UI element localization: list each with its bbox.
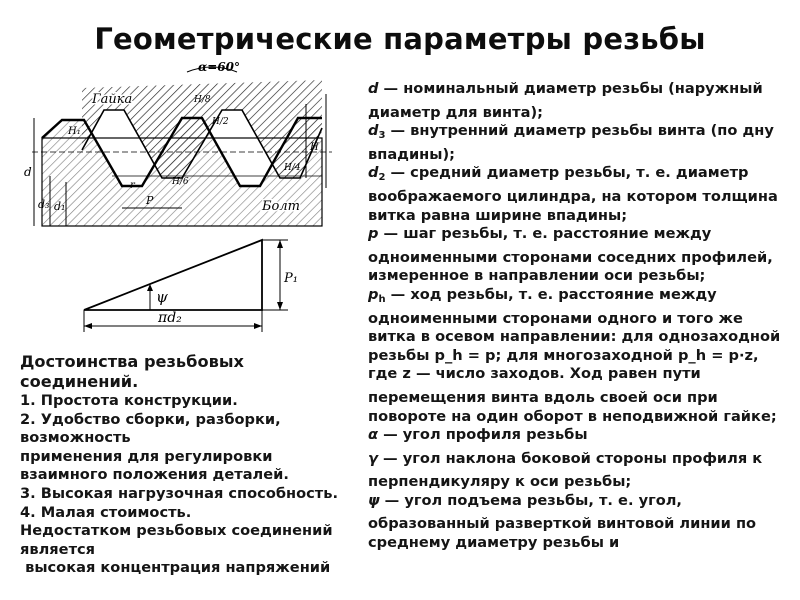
- definition-symbol: p: [368, 285, 379, 303]
- thread-profile-drawing: α=60° Гайка Болт d d₃ d₁ r P H₁ H/8 H/2 …: [24, 60, 332, 227]
- definition-symbol: d: [368, 122, 379, 140]
- advantage-item: 4. Малая стоимость.: [20, 503, 192, 521]
- definition-text: — угол подъема резьбы, т. е. угол, образ…: [368, 491, 757, 552]
- helix-development-drawing: ψ P₁ πd₂: [83, 238, 298, 332]
- definition-item: d3 — внутренний диаметр резьбы винта (по…: [368, 122, 774, 163]
- definition-symbol: d: [368, 164, 379, 182]
- label-H4: H/4: [283, 163, 301, 173]
- definition-text: — шаг резьбы, т. е. расстояние между одн…: [368, 225, 773, 285]
- definition-text: — номинальный диаметр резьбы (наружный д…: [368, 80, 763, 121]
- label-H8: H/8: [193, 95, 211, 105]
- label-r: r: [130, 180, 136, 191]
- definition-item: где z — число заходов. Ход равен пути пе…: [368, 365, 788, 426]
- page-title: Геометрические параметры резьбы: [94, 22, 706, 56]
- label-H1: H₁: [67, 126, 81, 137]
- label-P: P: [145, 194, 154, 207]
- advantage-item: 1. Простота конструкции.: [20, 392, 238, 409]
- label-H6: H/6: [171, 177, 189, 187]
- definition-text: — ход резьбы, т. е. расстояние между одн…: [368, 285, 781, 364]
- advantage-item: Недостатком резьбовых соединений являетс…: [20, 522, 333, 558]
- angle-label: α=60°: [198, 60, 240, 74]
- definition-item: α — угол профиля резьбы: [368, 426, 788, 450]
- definitions-text: d — номинальный диаметр резьбы (наружный…: [368, 80, 788, 600]
- definition-item: d — номинальный диаметр резьбы (наружный…: [368, 80, 788, 122]
- definition-symbol: ψ: [368, 491, 380, 509]
- definition-text: — внутренний диаметр резьбы винта (по дн…: [368, 122, 774, 163]
- label-d1: d₁: [54, 200, 65, 213]
- bolt-label: Болт: [261, 199, 300, 214]
- psi-label: ψ: [156, 288, 168, 306]
- advantages-heading: Достоинства резьбовых соединений.: [20, 352, 244, 391]
- advantage-item: 2. Удобство сборки, разборки, возможност…: [20, 410, 281, 447]
- definition-symbol: d: [368, 80, 379, 97]
- label-d: d: [24, 165, 32, 179]
- definition-symbol: α: [368, 426, 379, 444]
- definition-item: γ — угол наклона боковой стороны профиля…: [368, 450, 788, 492]
- definition-text: — угол наклона боковой стороны профиля к…: [368, 449, 763, 491]
- bolt-hatching: [42, 118, 322, 226]
- definition-symbol: p: [368, 225, 379, 243]
- label-d3: d₃: [38, 198, 49, 211]
- pid2-label: πd₂: [157, 310, 182, 326]
- definition-item: d2 — средний диаметр резьбы, т. е. диаме…: [368, 164, 778, 224]
- definition-text: где z — число заходов. Ход равен пути пе…: [368, 365, 777, 425]
- label-H2: H/2: [211, 117, 229, 127]
- advantage-item: применения для регулировки взаимного пол…: [20, 447, 289, 484]
- definition-text: — средний диаметр резьбы, т. е. диаметр …: [368, 164, 778, 224]
- label-H: H: [309, 142, 319, 153]
- nut-label: Гайка: [91, 92, 132, 107]
- advantages-section: Достоинства резьбовых соединений. 1. Про…: [20, 352, 365, 600]
- advantage-item: 3. Высокая нагрузочная способность.: [20, 484, 339, 502]
- definition-symbol: γ: [368, 449, 378, 467]
- development-triangle: [83, 238, 263, 311]
- definition-item: ph — ход резьбы, т. е. расстояние между …: [368, 285, 781, 364]
- definition-text: — угол профиля резьбы: [378, 426, 588, 444]
- definition-item: ψ — угол подъема резьбы, т. е. угол, обр…: [368, 492, 788, 553]
- p1-label: P₁: [283, 271, 298, 286]
- definition-item: p — шаг резьбы, т. е. расстояние между о…: [368, 225, 788, 286]
- advantage-item: высокая концентрация напряжений: [20, 559, 331, 577]
